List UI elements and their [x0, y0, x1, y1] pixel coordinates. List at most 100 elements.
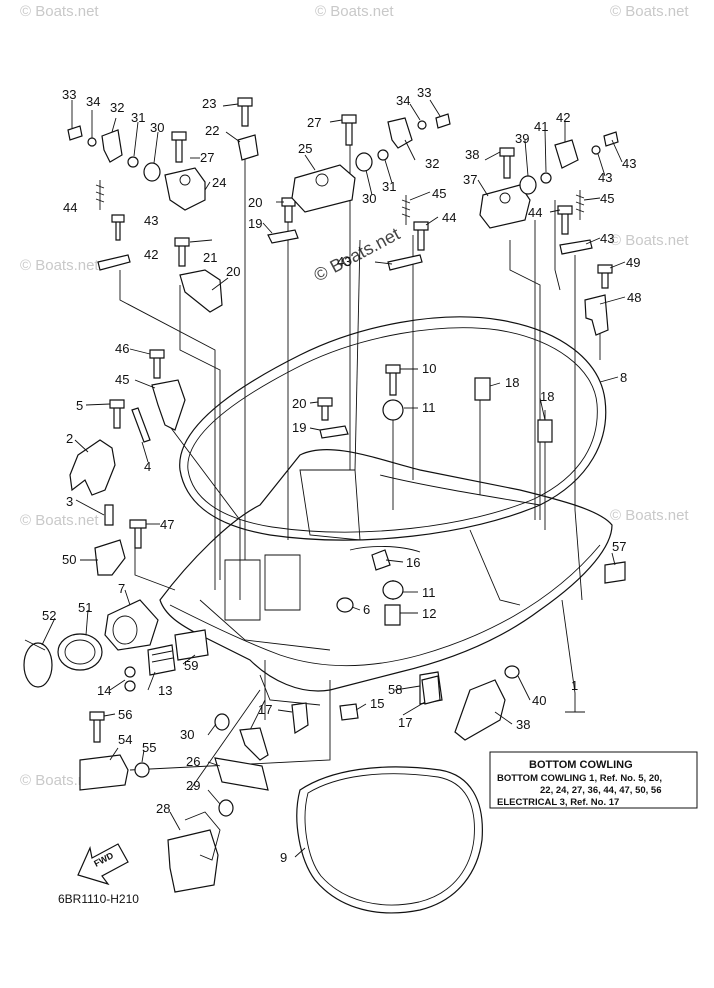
callout-27: 27 — [307, 115, 321, 130]
callout-15: 15 — [370, 696, 384, 711]
reference-lines — [119, 140, 601, 791]
callout-11: 11 — [422, 585, 436, 600]
callout-3: 3 — [66, 494, 73, 509]
callout-45: 45 — [432, 186, 446, 201]
callout-9: 9 — [280, 850, 287, 865]
watermark: © Boats.net — [610, 232, 689, 249]
callout-58: 58 — [388, 682, 402, 697]
callout-44: 44 — [442, 210, 456, 225]
watermark: © Boats.net — [610, 507, 689, 524]
callout-19: 19 — [292, 420, 306, 435]
fwd-arrow-icon: FWD — [77, 843, 129, 886]
seal-ring-8 — [179, 316, 607, 541]
callout-55: 55 — [142, 740, 156, 755]
callout-23: 22 — [205, 123, 219, 138]
callout-51: 50 — [62, 552, 76, 567]
callout-7: 7 — [118, 581, 125, 596]
small-parts — [23, 97, 626, 893]
callout-10: 10 — [422, 361, 436, 376]
callouts: 33 34 32 31 30 27 24 44 43 42 23 22 21 2… — [42, 85, 641, 865]
legend-line: 22, 24, 27, 36, 44, 47, 50, 56 — [540, 785, 662, 796]
watermark: © Boats.net — [20, 512, 99, 529]
callout-31: 31 — [382, 179, 396, 194]
callout-52: 51 — [78, 600, 92, 615]
callout-39: 41 — [534, 119, 548, 134]
legend-line: BOTTOM COWLING 1, Ref. No. 5, 20, — [497, 773, 662, 784]
callout-36: 38 — [465, 147, 479, 162]
callout-21: 20 — [226, 264, 240, 279]
callout-38: 39 — [515, 131, 529, 146]
callout-18: 18 — [505, 375, 519, 390]
callout-43: 43 — [337, 254, 351, 269]
callout-57: 57 — [612, 539, 626, 554]
callout-20: 20 — [248, 195, 262, 210]
callout-34: 34 — [86, 94, 100, 109]
callout-32: 32 — [425, 156, 439, 171]
callout-1: 1 — [571, 678, 578, 693]
callout-17: 17 — [258, 702, 272, 717]
watermark: © Boats.net — [315, 3, 394, 20]
callout-45: 44 — [63, 200, 77, 215]
callout-19: 19 — [248, 216, 262, 231]
callout-26: 25 — [298, 141, 312, 156]
callout-38: 40 — [532, 693, 546, 708]
callout-33: 33 — [417, 85, 431, 100]
callout-53: 52 — [42, 608, 56, 623]
callout-4: 4 — [144, 459, 151, 474]
leader-lines — [41, 99, 626, 858]
callout-48: 47 — [160, 517, 174, 532]
callout-27: 27 — [200, 150, 214, 165]
legend: BOTTOM COWLING BOTTOM COWLING 1, Ref. No… — [489, 751, 698, 809]
callout-56: 56 — [118, 707, 132, 722]
callout-30: 30 — [362, 191, 376, 206]
callout-5: 5 — [76, 398, 83, 413]
callout-30: 29 — [186, 778, 200, 793]
callout-54: 54 — [118, 732, 132, 747]
callout-44: 44 — [528, 205, 542, 220]
callout-49: 48 — [627, 290, 641, 305]
callout-45: 45 — [600, 191, 614, 206]
watermark-center: © Boats.net — [310, 224, 403, 286]
legend-title: BOTTOM COWLING — [529, 759, 633, 771]
callout-37: 38 — [516, 717, 530, 732]
diagram-code: 6BR1110-H210 — [58, 892, 139, 906]
callout-35: 37 — [463, 172, 477, 187]
callout-25: 24 — [212, 175, 226, 190]
callout-44: 43 — [144, 213, 158, 228]
callout-11: 11 — [422, 400, 436, 415]
watermark: © Boats.net — [20, 3, 99, 20]
legend-box — [489, 751, 698, 809]
callout-42: 43 — [598, 170, 612, 185]
callout-47: 46 — [115, 341, 129, 356]
callout-50: 49 — [626, 255, 640, 270]
callout-2: 2 — [66, 431, 73, 446]
callout-13: 13 — [158, 683, 172, 698]
callout-40: 42 — [556, 110, 570, 125]
callout-41: 43 — [622, 156, 636, 171]
callout-18: 18 — [540, 389, 554, 404]
watermark: © Boats.net — [610, 3, 689, 20]
callout-24: 23 — [202, 96, 216, 111]
callout-43: 42 — [144, 247, 158, 262]
callout-59: 59 — [184, 658, 198, 673]
legend-line: ELECTRICAL 3, Ref. No. 17 — [497, 797, 619, 808]
callout-31: 31 — [131, 110, 145, 125]
bottom-cowling-body — [159, 449, 613, 706]
callout-33: 33 — [62, 87, 76, 102]
callout-30: 30 — [180, 727, 194, 742]
callout-28: 26 — [186, 754, 200, 769]
watermark: © Boats.net — [20, 257, 99, 274]
callout-46: 45 — [115, 372, 129, 387]
callout-29: 28 — [156, 801, 170, 816]
callout-32: 32 — [110, 100, 124, 115]
callout-30: 30 — [150, 120, 164, 135]
callout-16: 16 — [406, 555, 420, 570]
callout-34: 34 — [396, 93, 410, 108]
callout-14: 14 — [97, 683, 111, 698]
callout-12: 12 — [422, 606, 436, 621]
callout-17: 17 — [398, 715, 412, 730]
callout-43: 43 — [600, 231, 614, 246]
callout-8: 8 — [620, 370, 627, 385]
callout-6: 6 — [363, 602, 370, 617]
